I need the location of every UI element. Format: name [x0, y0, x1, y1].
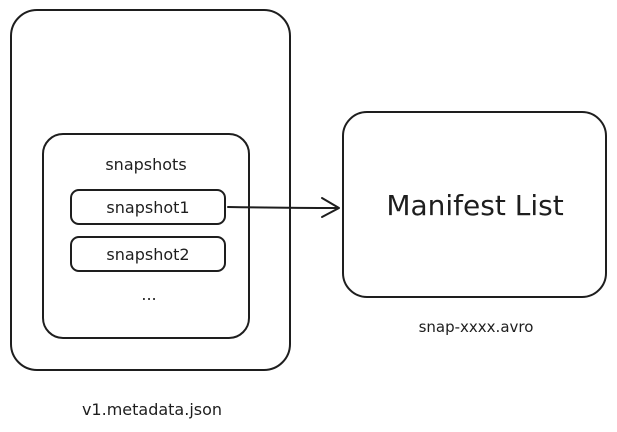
snapshot-item-box-1 [70, 189, 226, 225]
manifest-list-box [342, 111, 607, 298]
metadata-file-box [10, 9, 291, 371]
metadata-file-caption: v1.metadata.json [82, 400, 222, 419]
snapshots-box [42, 133, 250, 339]
snapshot-item-label-2: snapshot2 [106, 245, 189, 264]
pointer-arrow-line [227, 206, 339, 209]
snapshots-title: snapshots [105, 155, 186, 174]
manifest-list-title: Manifest List [386, 189, 563, 222]
manifest-list-caption: snap-xxxx.avro [419, 318, 534, 336]
snapshot-item-label-1: snapshot1 [106, 198, 189, 217]
snapshots-more: ... [141, 285, 156, 304]
pointer-arrow-head [321, 197, 340, 218]
snapshot-item-box-2 [70, 236, 226, 272]
